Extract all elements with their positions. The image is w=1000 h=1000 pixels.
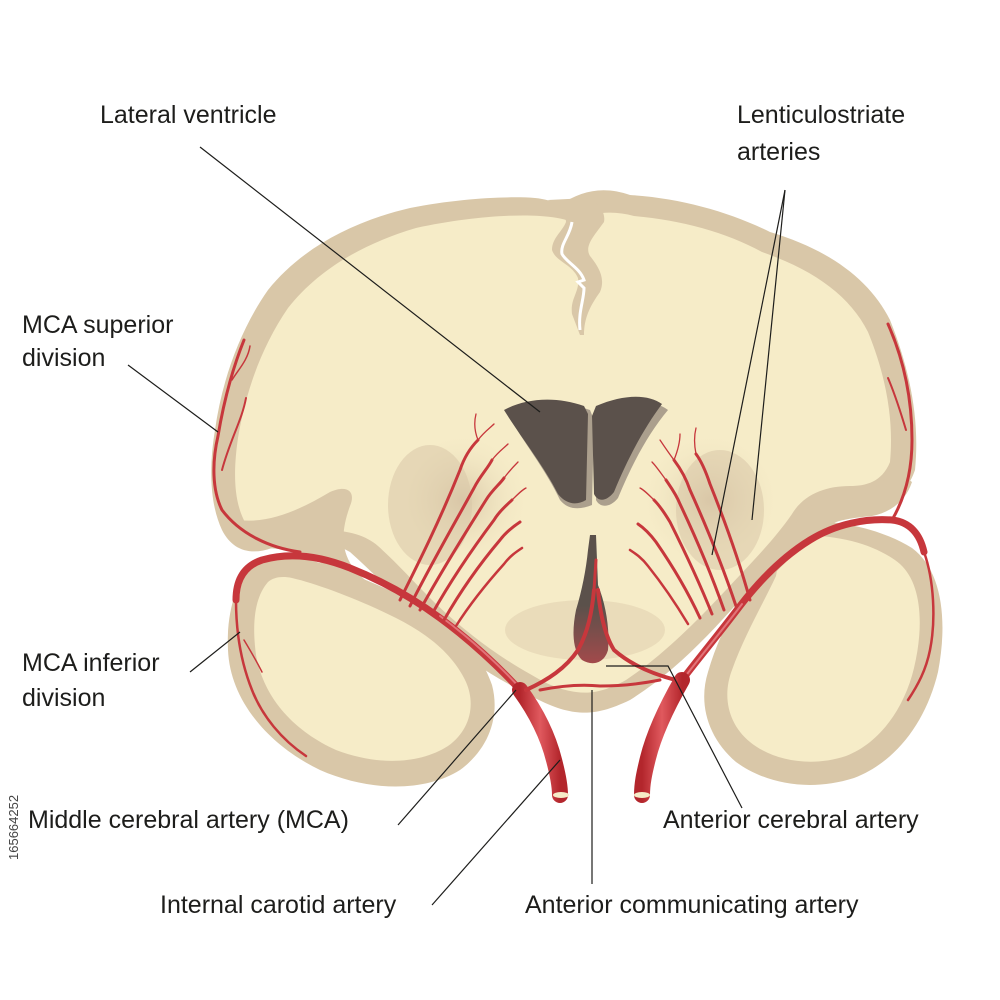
- right-lenticulostriate-4: [694, 452, 752, 602]
- anterior-communicating: [538, 678, 662, 692]
- leader-mca-superior: [127, 364, 219, 433]
- left-lenticulostriate-2: [408, 458, 494, 608]
- leader-ica: [431, 759, 561, 906]
- right-internal-carotid: [634, 672, 690, 803]
- left-putamen: [388, 445, 472, 565]
- left-lenticulostriate-3: [418, 476, 506, 612]
- right-lenticulostriate-6: [628, 548, 690, 626]
- label-lenticulostriate-2: arteries: [737, 138, 821, 166]
- left-lenticulostriate-1: [398, 438, 480, 602]
- leader-lines: [127, 146, 786, 906]
- right-sylvian-fissure: [760, 468, 912, 578]
- left-mca-trunk: [232, 552, 524, 694]
- leader-mca: [397, 689, 517, 826]
- right-lenticulostriate-2: [664, 478, 726, 612]
- lateral-ventricles: [504, 396, 668, 509]
- leader-aca: [606, 665, 743, 809]
- label-mca-superior-1: MCA superior: [22, 311, 174, 339]
- leader-lenticulostriate-a: [711, 189, 786, 556]
- image-id: 165664252: [6, 794, 21, 860]
- label-anterior-communicating-artery: Anterior communicating artery: [525, 891, 859, 919]
- label-lenticulostriate-1: Lenticulostriate: [737, 101, 906, 129]
- right-temporal-lobe: [704, 520, 943, 785]
- longitudinal-fissure-line: [560, 221, 586, 331]
- leader-mca-inferior: [189, 631, 241, 673]
- right-anterior-cerebral: [596, 588, 678, 682]
- left-lenticulostriate-5: [442, 520, 522, 622]
- left-lenticulostriate-6: [454, 546, 524, 628]
- arteries: [212, 322, 935, 803]
- left-mca-inferior: [234, 598, 308, 758]
- label-mca-inferior-1: MCA inferior: [22, 649, 160, 677]
- label-internal-carotid-artery: Internal carotid artery: [160, 891, 397, 919]
- left-mca-superior: [212, 338, 302, 554]
- left-internal-carotid: [512, 682, 568, 803]
- right-lenticulostriate-1: [672, 458, 738, 608]
- left-lenticulostriate-4: [430, 498, 514, 616]
- left-sylvian-fissure: [238, 488, 400, 612]
- leader-lenticulostriate-b: [751, 189, 786, 521]
- right-lenticulostriate-5: [636, 522, 702, 620]
- label-middle-cerebral-artery: Middle cerebral artery (MCA): [28, 806, 349, 834]
- leader-lateral-ventricle: [199, 146, 541, 413]
- label-mca-inferior-2: division: [22, 684, 106, 712]
- right-mca-superior: [886, 322, 914, 522]
- left-anterior-cerebral: [524, 588, 596, 692]
- label-anterior-cerebral-artery: Anterior cerebral artery: [663, 806, 919, 834]
- label-lateral-ventricle: Lateral ventricle: [100, 101, 277, 129]
- right-lenticulostriate-3: [652, 498, 714, 616]
- right-mca-inferior: [906, 550, 935, 702]
- label-mca-superior-2: division: [22, 344, 106, 372]
